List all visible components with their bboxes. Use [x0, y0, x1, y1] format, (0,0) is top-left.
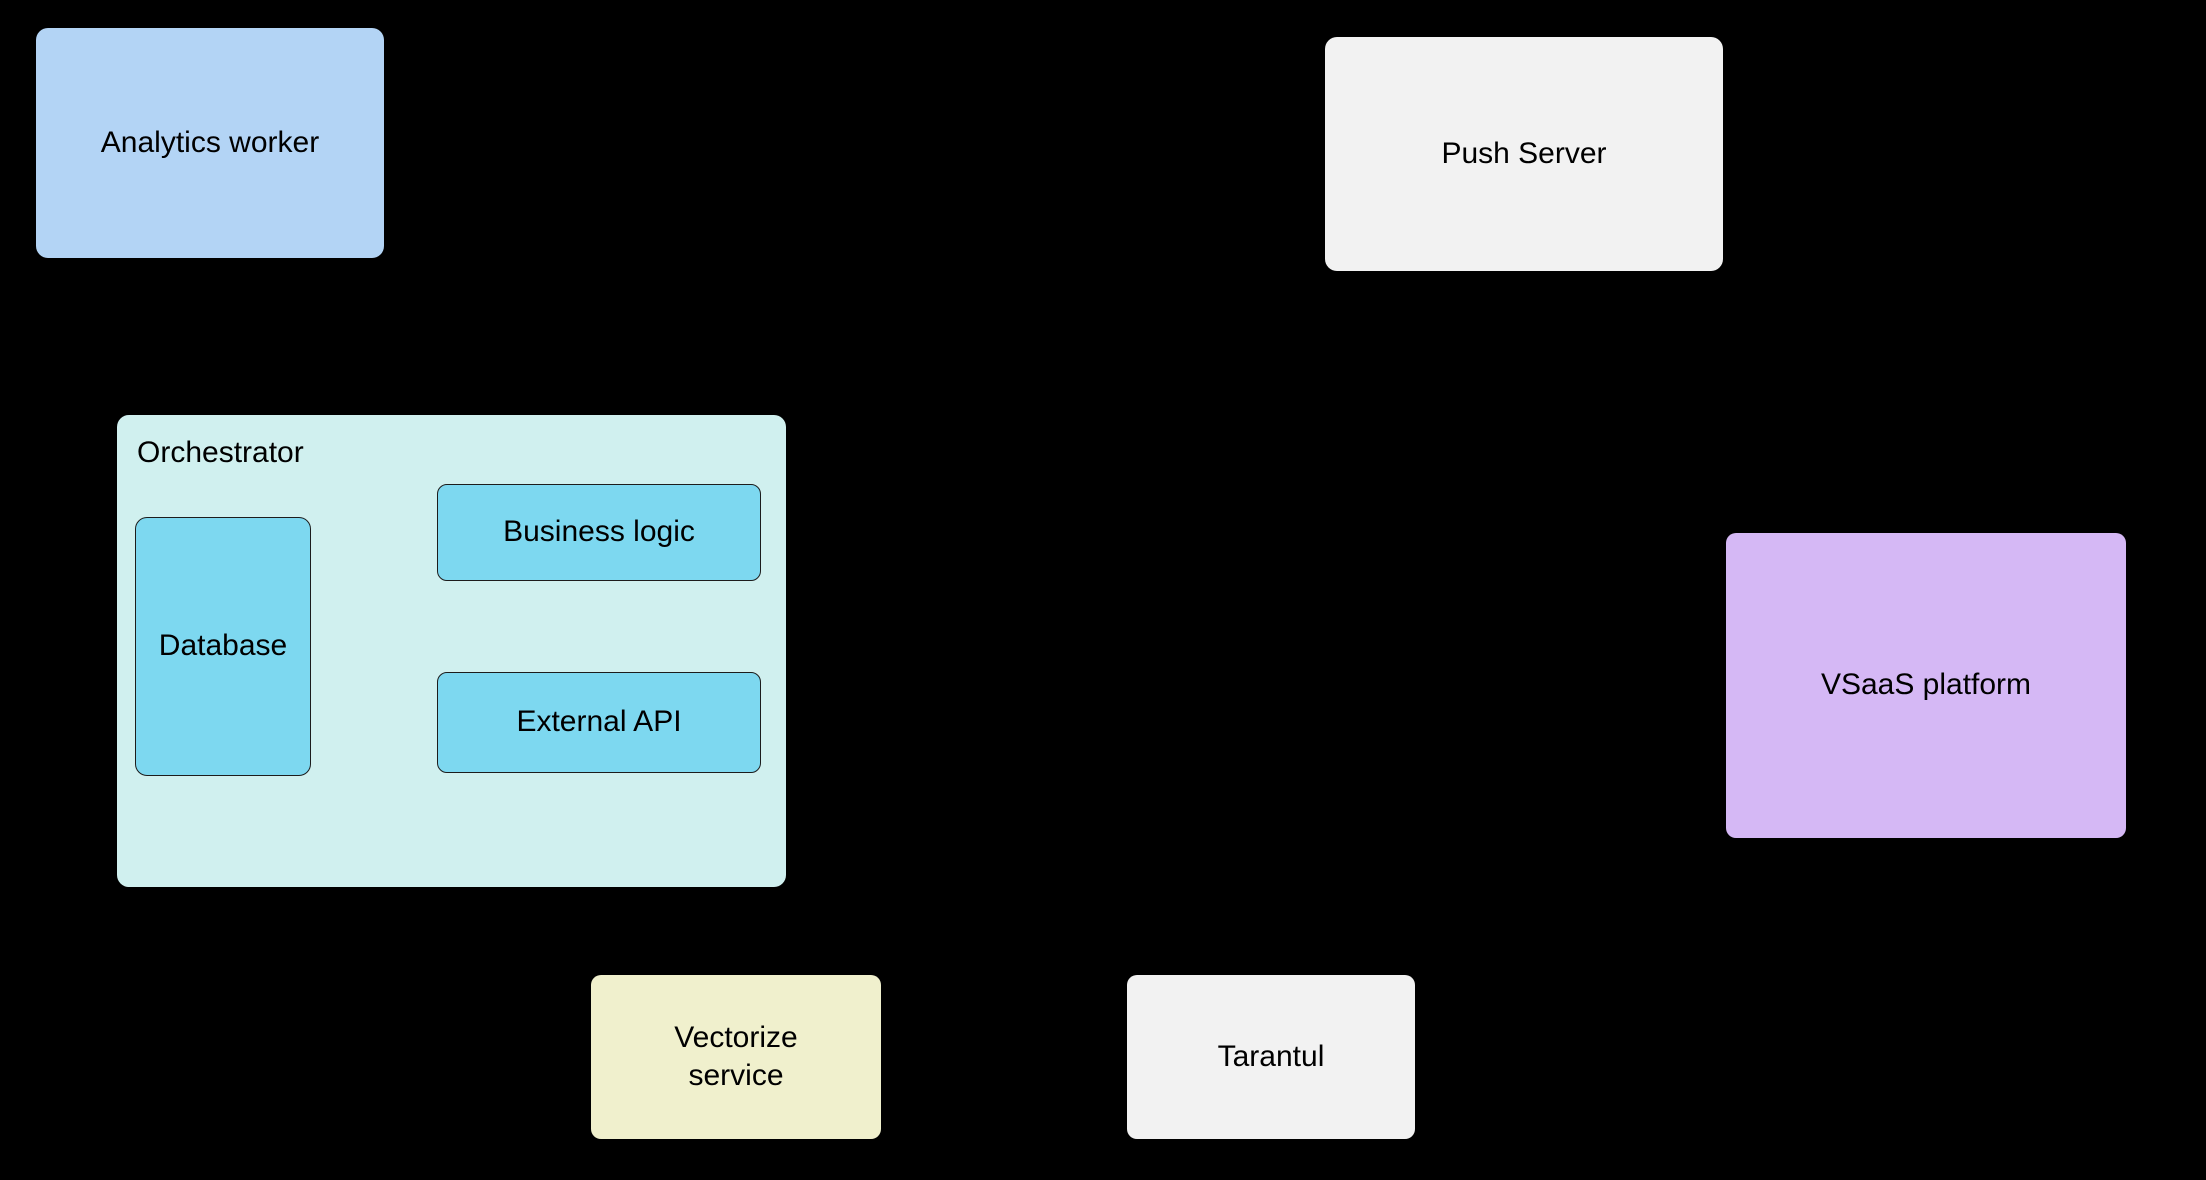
vectorize-service-node[interactable]: Vectorize service [591, 975, 881, 1139]
analytics-worker-node[interactable]: Analytics worker [36, 28, 384, 258]
business-logic-node[interactable]: Business logic [437, 484, 761, 581]
push-server-node[interactable]: Push Server [1325, 37, 1723, 271]
vsaas-platform-node[interactable]: VSaaS platform [1726, 533, 2126, 838]
tarantul-node[interactable]: Tarantul [1127, 975, 1415, 1139]
database-node[interactable]: Database [135, 517, 311, 776]
orchestrator-label: Orchestrator [137, 436, 304, 469]
external-api-node[interactable]: External API [437, 672, 761, 773]
